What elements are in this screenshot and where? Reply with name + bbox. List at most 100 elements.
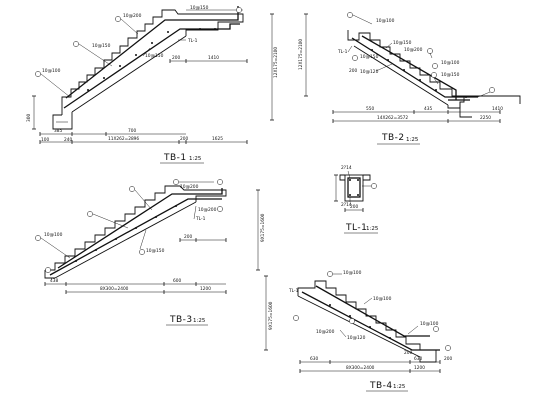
tb2-tag-5: 10@150 bbox=[352, 54, 379, 61]
tb3-tag-3 bbox=[87, 211, 129, 229]
tb2-dimensions: 550 435 1410 200 14X262=3572 2250 12X175… bbox=[298, 13, 503, 123]
tb3-slab-soffit bbox=[54, 201, 197, 279]
svg-text:2?14: 2?14 bbox=[341, 165, 352, 171]
tl1-title: TL-1 1:25 bbox=[344, 223, 379, 234]
svg-text:10@100: 10@100 bbox=[44, 232, 63, 238]
svg-text:8X300=2400: 8X300=2400 bbox=[100, 286, 129, 292]
tb2-main-reinforcement bbox=[351, 37, 478, 98]
svg-text:10@100: 10@100 bbox=[420, 321, 439, 327]
svg-text:12X175=2100: 12X175=2100 bbox=[298, 39, 304, 70]
svg-text:10@150: 10@150 bbox=[92, 43, 111, 49]
svg-text:12X175=2100: 12X175=2100 bbox=[273, 47, 279, 78]
svg-text:TB-1: TB-1 bbox=[163, 153, 187, 163]
tl1-section: 2?14 2?14 200 TL-1 1:25 bbox=[334, 165, 379, 234]
tb3-bar-dots bbox=[75, 205, 177, 262]
svg-text:1:25: 1:25 bbox=[366, 226, 379, 232]
tb3-stair-outline bbox=[45, 185, 227, 271]
svg-text:438: 438 bbox=[50, 278, 58, 284]
svg-text:TL-1: TL-1 bbox=[195, 216, 206, 222]
tb1-main-reinforcement bbox=[63, 23, 240, 109]
svg-text:10@200: 10@200 bbox=[404, 47, 423, 53]
tb3-tag-4: 10@100 bbox=[35, 232, 71, 259]
tb3-tag-2 bbox=[129, 186, 153, 211]
svg-text:10@150: 10@150 bbox=[190, 5, 209, 11]
svg-text:2250: 2250 bbox=[480, 115, 491, 121]
tb1-drawing: 10@200 10@150 10@150 10@150 10@100 TL-1 bbox=[26, 5, 279, 164]
svg-text:10@200: 10@200 bbox=[123, 13, 142, 19]
tb4-dimensions: 200 630 8X300=2400 630 1200 200 9X175=16… bbox=[264, 275, 452, 373]
svg-text:10@150: 10@150 bbox=[145, 53, 164, 59]
svg-text:10@120: 10@120 bbox=[347, 335, 366, 341]
tb4-top-reinforcement bbox=[315, 285, 430, 337]
tb2-bar-dots bbox=[371, 49, 467, 98]
tb1-tag-3: 10@150 bbox=[73, 41, 113, 67]
svg-text:200: 200 bbox=[184, 234, 192, 240]
svg-text:385: 385 bbox=[54, 128, 62, 134]
svg-text:240: 240 bbox=[64, 137, 72, 143]
svg-text:8X300=2400: 8X300=2400 bbox=[346, 365, 375, 371]
tb2-tag-tl1: TL-1 bbox=[337, 45, 353, 55]
svg-text:TL-1: TL-1 bbox=[345, 223, 367, 233]
svg-text:TL-1: TL-1 bbox=[288, 288, 299, 294]
svg-text:10@150: 10@150 bbox=[146, 248, 165, 254]
tb1-tag-1: 10@200 bbox=[115, 13, 142, 35]
tb1-landing-beam bbox=[52, 112, 73, 130]
svg-text:100: 100 bbox=[41, 137, 49, 143]
svg-text:630: 630 bbox=[414, 356, 422, 362]
tb3-tag-7: 10@200 bbox=[198, 206, 223, 213]
tb1-dimensions: 200 1410 11X262=2896 200 1625 385 700 10… bbox=[26, 13, 279, 144]
tb4-bar-dots bbox=[329, 304, 391, 339]
svg-text:1410: 1410 bbox=[492, 106, 503, 112]
svg-text:TL-1: TL-1 bbox=[337, 49, 348, 55]
tb4-tag-3: 10@100 bbox=[363, 296, 392, 305]
svg-text:2?14: 2?14 bbox=[341, 202, 352, 208]
tb4-stair-outline bbox=[297, 280, 436, 351]
tb3-top-reinforcement bbox=[57, 188, 223, 269]
tl1-tag-top: 2?14 bbox=[341, 165, 352, 179]
tb4-tag-6: 10@120 bbox=[339, 329, 366, 341]
svg-text:9X175=1600: 9X175=1600 bbox=[260, 213, 266, 242]
svg-text:435: 435 bbox=[424, 106, 432, 112]
svg-text:1625: 1625 bbox=[212, 136, 223, 142]
tb2-tag-4: 10@200 bbox=[404, 47, 433, 59]
tb3-title: TB-3 1:25 bbox=[166, 315, 208, 326]
tb2-slab-soffit bbox=[353, 45, 449, 106]
svg-text:10@200: 10@200 bbox=[316, 329, 335, 335]
tb2-tag-3: 10@150 bbox=[385, 40, 412, 49]
tl1-beam-outline bbox=[344, 174, 364, 202]
tb2-tag-6: 10@120 bbox=[360, 63, 393, 75]
svg-text:10@120: 10@120 bbox=[360, 69, 379, 75]
tb1-tag-5: 10@100 bbox=[35, 68, 71, 98]
svg-text:200: 200 bbox=[180, 136, 188, 142]
tb3-tag-1: 10@200 bbox=[173, 179, 214, 190]
svg-text:10@200: 10@200 bbox=[180, 184, 199, 190]
svg-text:550: 550 bbox=[366, 106, 374, 112]
tb2-top-reinforcement bbox=[361, 35, 457, 100]
svg-text:1200: 1200 bbox=[414, 365, 425, 371]
svg-text:1:25: 1:25 bbox=[406, 137, 419, 143]
tb1-tag-4: 10@150 bbox=[142, 47, 164, 59]
tb4-tag-tl1: TL-1 bbox=[288, 288, 299, 321]
svg-text:600: 600 bbox=[173, 278, 181, 284]
svg-text:200: 200 bbox=[350, 204, 358, 210]
tb2-title: TB-2 1:25 bbox=[377, 133, 420, 145]
svg-text:200: 200 bbox=[444, 356, 452, 362]
svg-text:11X262=2896: 11X262=2896 bbox=[108, 136, 139, 142]
svg-text:1:25: 1:25 bbox=[193, 318, 206, 324]
tb2-tag-7: 10@100 bbox=[432, 60, 460, 69]
svg-text:10@150: 10@150 bbox=[441, 72, 460, 78]
svg-text:630: 630 bbox=[310, 356, 318, 362]
svg-text:1:25: 1:25 bbox=[189, 156, 202, 162]
tb4-tag-1: 10@100 bbox=[327, 270, 362, 277]
svg-text:10@100: 10@100 bbox=[373, 296, 392, 302]
tb4-slab-soffit bbox=[305, 299, 421, 358]
tb1-title: TB-1 1:25 bbox=[160, 153, 204, 164]
tb3-main-reinforcement bbox=[49, 198, 222, 276]
tb4-tag-4: 10@100 bbox=[407, 321, 439, 335]
svg-text:700: 700 bbox=[128, 128, 136, 134]
tb2-drawing: 10@100 TL-1 10@150 10@200 10@150 10@120 … bbox=[298, 12, 521, 145]
tb1-top-reinforcement bbox=[65, 6, 239, 99]
tb1-bar-dots bbox=[87, 28, 216, 91]
svg-text:1200: 1200 bbox=[200, 286, 211, 292]
svg-text:200: 200 bbox=[404, 350, 412, 356]
